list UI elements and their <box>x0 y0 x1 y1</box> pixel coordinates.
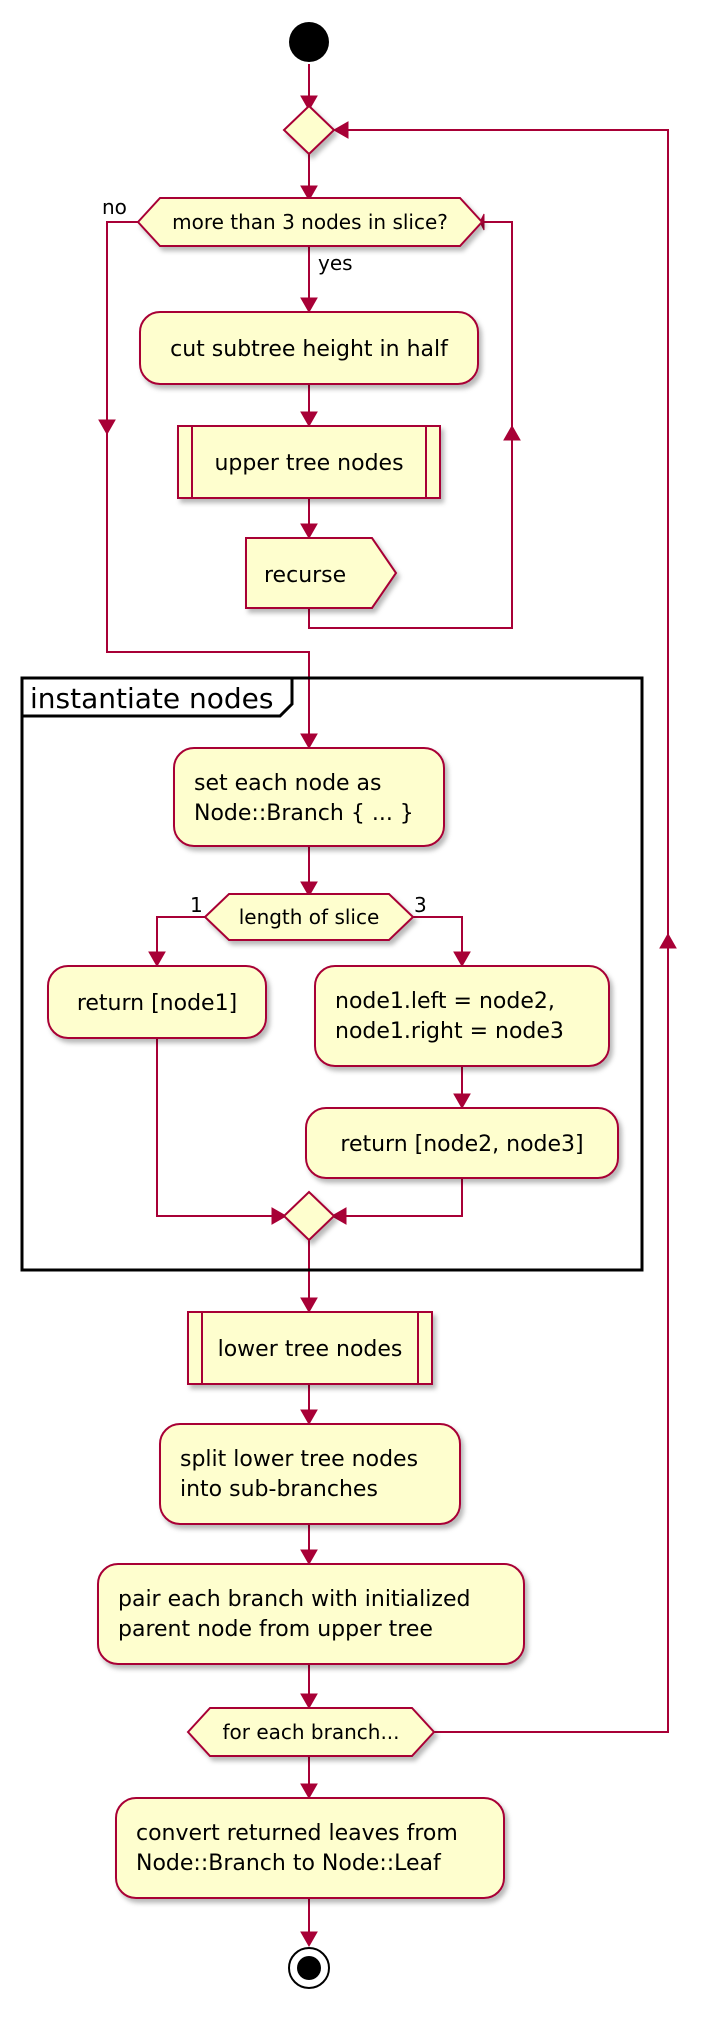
merge-diamond <box>282 104 336 156</box>
action-set-branch-line2: Node::Branch { ... } <box>194 801 414 826</box>
edge-recurse-loop <box>308 221 513 629</box>
arrowhead <box>300 1297 318 1314</box>
action-return-node1-text: return [node1] <box>77 991 237 1016</box>
edges <box>98 64 677 1948</box>
action-pair-branch-line2: parent node from upper tree <box>118 1617 433 1642</box>
arrowhead <box>659 932 677 949</box>
action-recurse-text: recurse <box>264 563 346 588</box>
edge-return1-to-join <box>156 1038 284 1217</box>
arrowhead <box>300 1931 318 1948</box>
decision-check-slice: more than 3 nodes in slice? <box>136 197 484 247</box>
group-title: instantiate nodes <box>30 682 273 715</box>
edge-no-branch <box>106 221 310 746</box>
edge-label-yes: yes <box>318 251 353 275</box>
edge-label-no: no <box>102 195 127 219</box>
action-upper-tree-nodes-text: upper tree nodes <box>214 451 403 476</box>
arrowhead <box>330 1207 347 1225</box>
action-lower-tree-nodes-text: lower tree nodes <box>218 1337 403 1362</box>
arrowhead <box>300 1783 318 1800</box>
edge-foreach-loop <box>336 129 669 1733</box>
edge-label-one: 1 <box>190 893 203 917</box>
decision-check-slice-text: more than 3 nodes in slice? <box>172 210 448 234</box>
arrowhead <box>300 297 318 314</box>
arrowhead <box>271 1207 288 1225</box>
decision-length-slice-text: length of slice <box>239 905 380 929</box>
action-split-lower-line2: into sub-branches <box>180 1477 378 1502</box>
action-upper-tree-nodes: upper tree nodes <box>177 425 441 499</box>
instantiate-nodes-frame: instantiate nodes <box>20 676 644 1272</box>
action-split-lower-line1: split lower tree nodes <box>180 1447 418 1472</box>
action-assign-children: node1.left = node2, node1.right = node3 <box>314 965 610 1067</box>
arrowhead <box>332 121 349 139</box>
action-cut-height-text: cut subtree height in half <box>170 337 449 362</box>
arrowhead <box>503 424 521 441</box>
arrowhead <box>300 411 318 428</box>
join-diamond <box>282 1190 336 1242</box>
action-return-node1: return [node1] <box>47 965 267 1039</box>
decision-for-each-branch-text: for each branch... <box>222 1720 399 1744</box>
arrowhead <box>300 733 318 750</box>
action-pair-branch: pair each branch with initialized parent… <box>97 1563 525 1665</box>
arrowhead <box>453 1093 471 1110</box>
arrowhead <box>300 1693 318 1710</box>
action-convert-leaves-line1: convert returned leaves from <box>136 1821 458 1846</box>
arrowhead <box>300 185 318 202</box>
arrowhead <box>98 419 116 436</box>
action-return-node2-node3-text: return [node2, node3] <box>340 1132 583 1157</box>
action-split-lower: split lower tree nodes into sub-branches <box>159 1423 461 1525</box>
action-lower-tree-nodes: lower tree nodes <box>187 1311 433 1385</box>
arrowhead <box>300 1409 318 1426</box>
arrowhead <box>300 881 318 898</box>
action-cut-height: cut subtree height in half <box>139 311 479 385</box>
arrowhead <box>148 951 166 968</box>
edge-label-three: 3 <box>414 893 427 917</box>
action-assign-children-line1: node1.left = node2, <box>335 989 555 1014</box>
action-convert-leaves-line2: Node::Branch to Node::Leaf <box>136 1851 442 1876</box>
action-recurse: recurse <box>245 537 398 609</box>
arrowhead <box>300 1549 318 1566</box>
edge-return23-to-join <box>334 1176 463 1217</box>
action-convert-leaves: convert returned leaves from Node::Branc… <box>115 1797 505 1899</box>
start-node <box>289 22 329 62</box>
arrowhead <box>300 523 318 540</box>
arrowhead <box>453 951 471 968</box>
decision-length-slice: length of slice <box>203 893 415 941</box>
end-node <box>288 1947 330 1989</box>
group-frame-tab <box>22 678 294 718</box>
arrowhead <box>300 95 318 112</box>
action-set-branch: set each node as Node::Branch { ... } <box>173 747 445 847</box>
action-return-node2-node3: return [node2, node3] <box>305 1107 619 1179</box>
group-frame-border <box>20 676 644 1272</box>
action-set-branch-line1: set each node as <box>194 771 382 796</box>
edge-branch-three <box>411 916 463 964</box>
action-pair-branch-line1: pair each branch with initialized <box>118 1587 470 1612</box>
decision-for-each-branch: for each branch... <box>186 1707 436 1757</box>
action-assign-children-line2: node1.right = node3 <box>335 1019 564 1044</box>
